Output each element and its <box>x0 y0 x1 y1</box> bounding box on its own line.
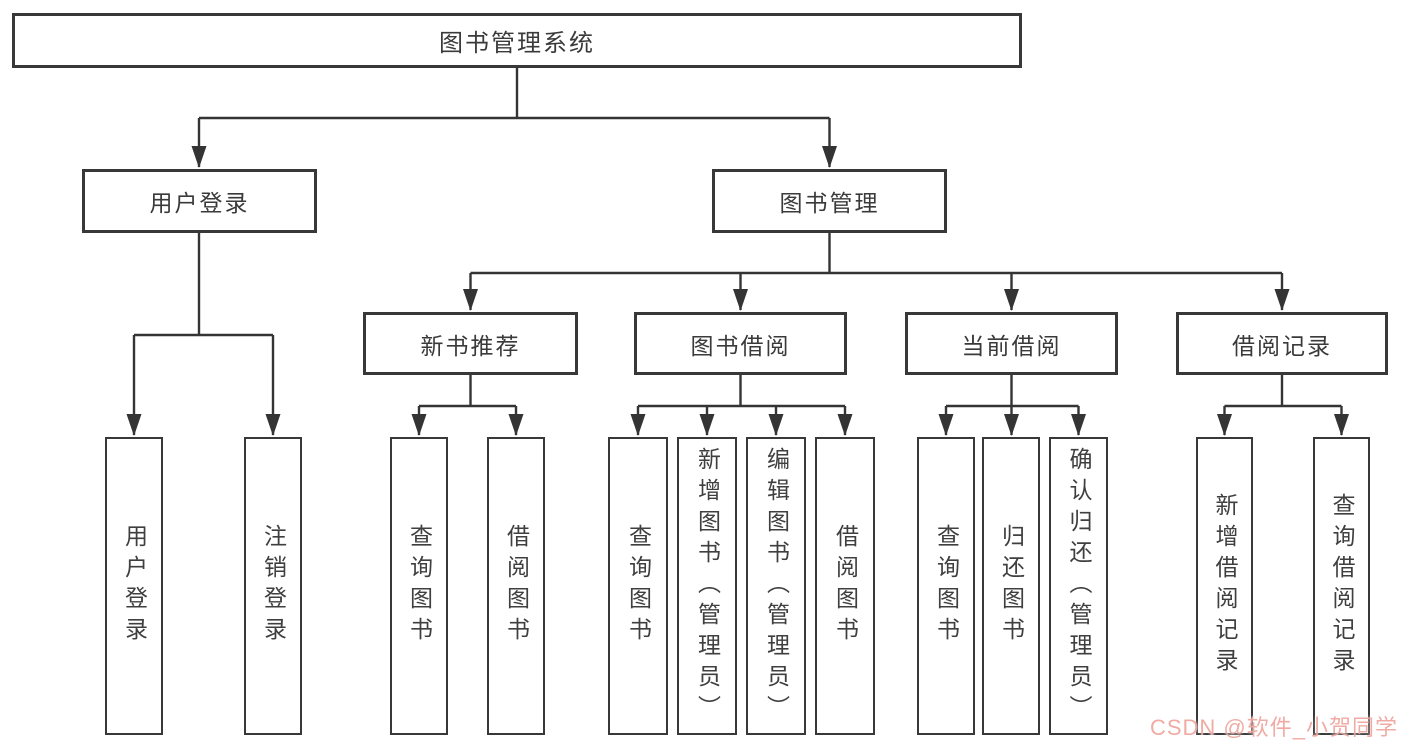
node-book-management: 图书管理 <box>712 169 947 233</box>
leaf-borrow-query-book-label: 查询图书 <box>625 524 652 648</box>
leaf-add-borrow-record-label: 新增借阅记录 <box>1212 493 1238 679</box>
leaf-confirm-return-admin: 确认归还（管理员） <box>1049 437 1108 735</box>
leaf-recommend-borrow-book-label: 借阅图书 <box>503 524 530 648</box>
node-library-system: 图书管理系统 <box>12 13 1022 68</box>
leaf-logout-label: 注销登录 <box>260 524 287 648</box>
leaf-add-book-admin-label: 新增图书（管理员） <box>694 446 721 726</box>
leaf-query-borrow-record-label: 查询借阅记录 <box>1329 493 1355 679</box>
node-book-borrow-label: 图书借阅 <box>690 332 791 359</box>
leaf-borrow-query-book: 查询图书 <box>608 437 668 735</box>
leaf-query-borrow-record: 查询借阅记录 <box>1313 437 1370 735</box>
leaf-borrow-book: 借阅图书 <box>815 437 875 735</box>
leaf-edit-book-admin-label: 编辑图书（管理员） <box>763 446 790 726</box>
node-new-book-recommend-label: 新书推荐 <box>420 332 521 359</box>
leaf-edit-book-admin: 编辑图书（管理员） <box>746 437 806 735</box>
node-library-system-label: 图书管理系统 <box>439 30 595 57</box>
leaf-return-book-label: 归还图书 <box>998 524 1025 648</box>
leaf-return-book: 归还图书 <box>982 437 1040 735</box>
node-book-borrow: 图书借阅 <box>634 312 847 375</box>
leaf-current-query-book-label: 查询图书 <box>933 524 960 648</box>
leaf-logout: 注销登录 <box>244 437 302 735</box>
node-current-borrow-label: 当前借阅 <box>961 332 1062 359</box>
node-book-management-label: 图书管理 <box>779 190 880 216</box>
leaf-user-login: 用户登录 <box>105 437 163 735</box>
leaf-borrow-book-label: 借阅图书 <box>832 524 859 648</box>
node-borrow-records: 借阅记录 <box>1176 312 1388 375</box>
leaf-recommend-query-book-label: 查询图书 <box>406 524 433 648</box>
leaf-add-borrow-record: 新增借阅记录 <box>1196 437 1253 735</box>
node-user-login-label: 用户登录 <box>149 190 250 216</box>
leaf-confirm-return-admin-label: 确认归还（管理员） <box>1066 446 1092 726</box>
csdn-watermark: CSDN @软件_小贺同学 <box>1149 715 1398 740</box>
node-borrow-records-label: 借阅记录 <box>1232 332 1332 359</box>
node-current-borrow: 当前借阅 <box>905 312 1118 375</box>
leaf-user-login-label: 用户登录 <box>121 524 148 648</box>
node-new-book-recommend: 新书推荐 <box>363 312 578 375</box>
leaf-current-query-book: 查询图书 <box>917 437 975 735</box>
leaf-recommend-borrow-book: 借阅图书 <box>487 437 545 735</box>
leaf-add-book-admin: 新增图书（管理员） <box>677 437 737 735</box>
node-user-login: 用户登录 <box>82 169 317 233</box>
leaf-recommend-query-book: 查询图书 <box>390 437 448 735</box>
